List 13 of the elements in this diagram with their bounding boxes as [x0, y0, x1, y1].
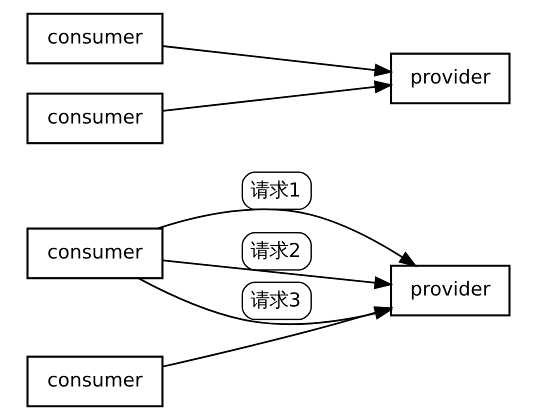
node-box: consumer	[26, 12, 164, 64]
node-box: consumer	[26, 92, 164, 144]
node-box: provider	[390, 264, 511, 316]
node-box: consumer	[26, 228, 164, 280]
edge-label: 请求2	[250, 239, 301, 262]
arrow	[162, 259, 394, 290]
arrow	[162, 80, 394, 112]
arrow	[157, 208, 418, 268]
edge-label: 请求1	[250, 178, 301, 202]
node-box: consumer	[26, 356, 164, 408]
edge-label: 请求3	[250, 288, 301, 312]
node-box: provider	[390, 52, 511, 104]
arrow	[162, 45, 394, 77]
